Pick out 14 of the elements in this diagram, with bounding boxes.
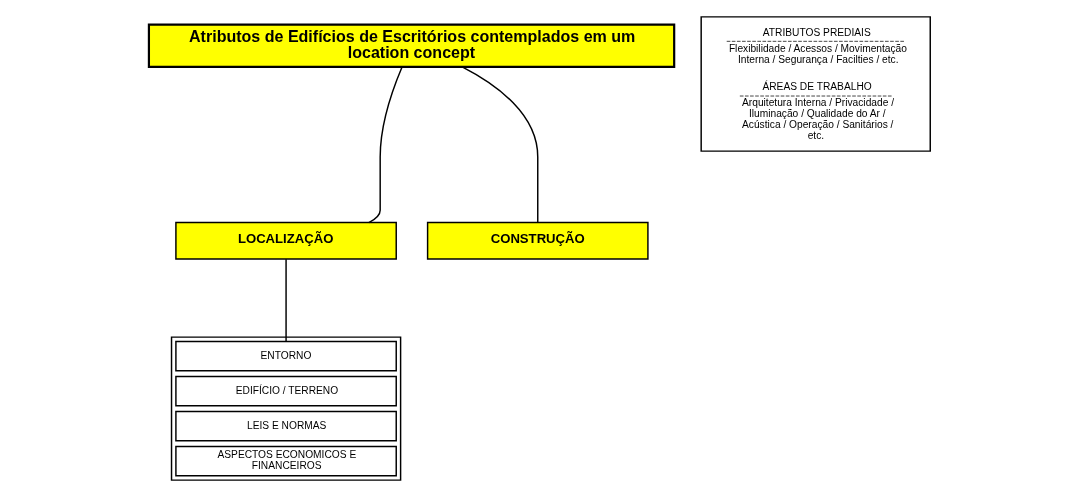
node-box: LOCALIZAÇÃO	[175, 221, 397, 260]
node-box: LEIS E NORMAS	[175, 410, 397, 442]
node-box: ASPECTOS ECONOMICOS E FINANCEIROS	[175, 445, 397, 477]
node-box: EDIFÍCIO / TERRENO	[175, 375, 397, 407]
cluster	[700, 16, 931, 152]
connector	[368, 66, 403, 224]
connector	[285, 258, 287, 343]
node-text: ÁREAS DE TRABALHO Arquitetura Interna / Privacidade / Iluminação / Qualidade do Ar / Acústica / Operação / Sanitários / etc.	[742, 81, 895, 142]
cluster	[170, 336, 402, 481]
node-box: CONSTRUÇÃO	[426, 221, 649, 260]
connector	[461, 66, 539, 224]
node-text: ATRIBUTOS PREDIAIS Flexibilidade / Acessos / Movimentação Interna / Segurança / Facilties / etc.	[728, 26, 907, 65]
node-box: Atributos de Edifícios de Escritórios contemplados em um location concept	[147, 23, 676, 68]
node-box: ENTORNO	[175, 340, 397, 372]
